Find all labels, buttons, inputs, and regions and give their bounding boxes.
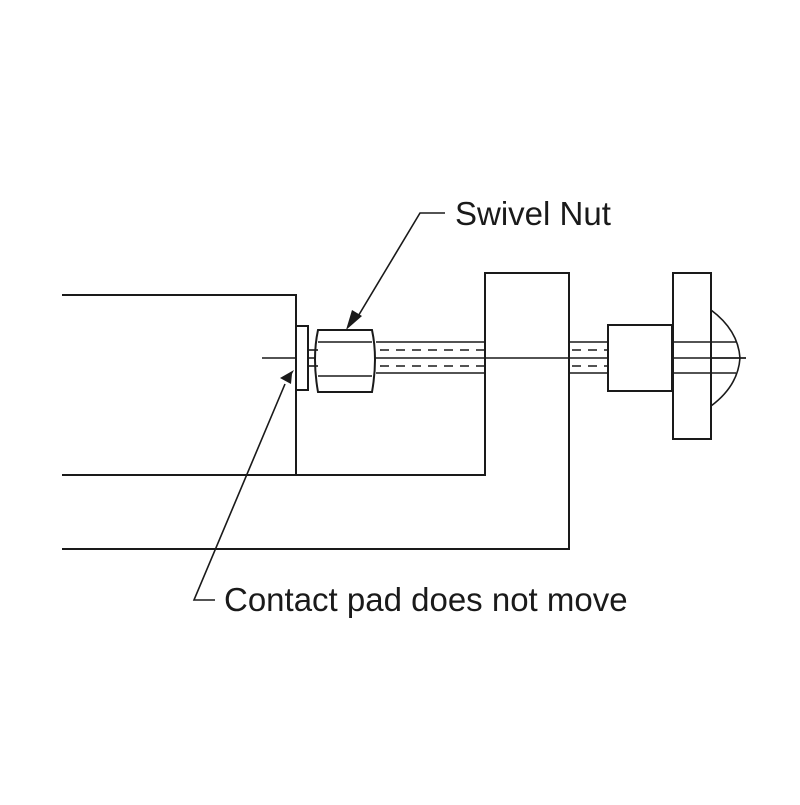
contact-pad-label: Contact pad does not move [224,581,628,618]
swivel-nut-leader [346,212,445,330]
threaded-screw-right [569,341,608,374]
swivel-nut [308,329,376,393]
contact-pad [295,325,309,391]
swivel-nut-label: Swivel Nut [455,195,611,232]
threaded-screw-left [376,341,485,374]
handle-hub [607,324,673,392]
clamp-frame [62,272,570,550]
t-handle [672,272,746,440]
contact-pad-leader [192,370,294,601]
workpiece-block [62,294,297,476]
